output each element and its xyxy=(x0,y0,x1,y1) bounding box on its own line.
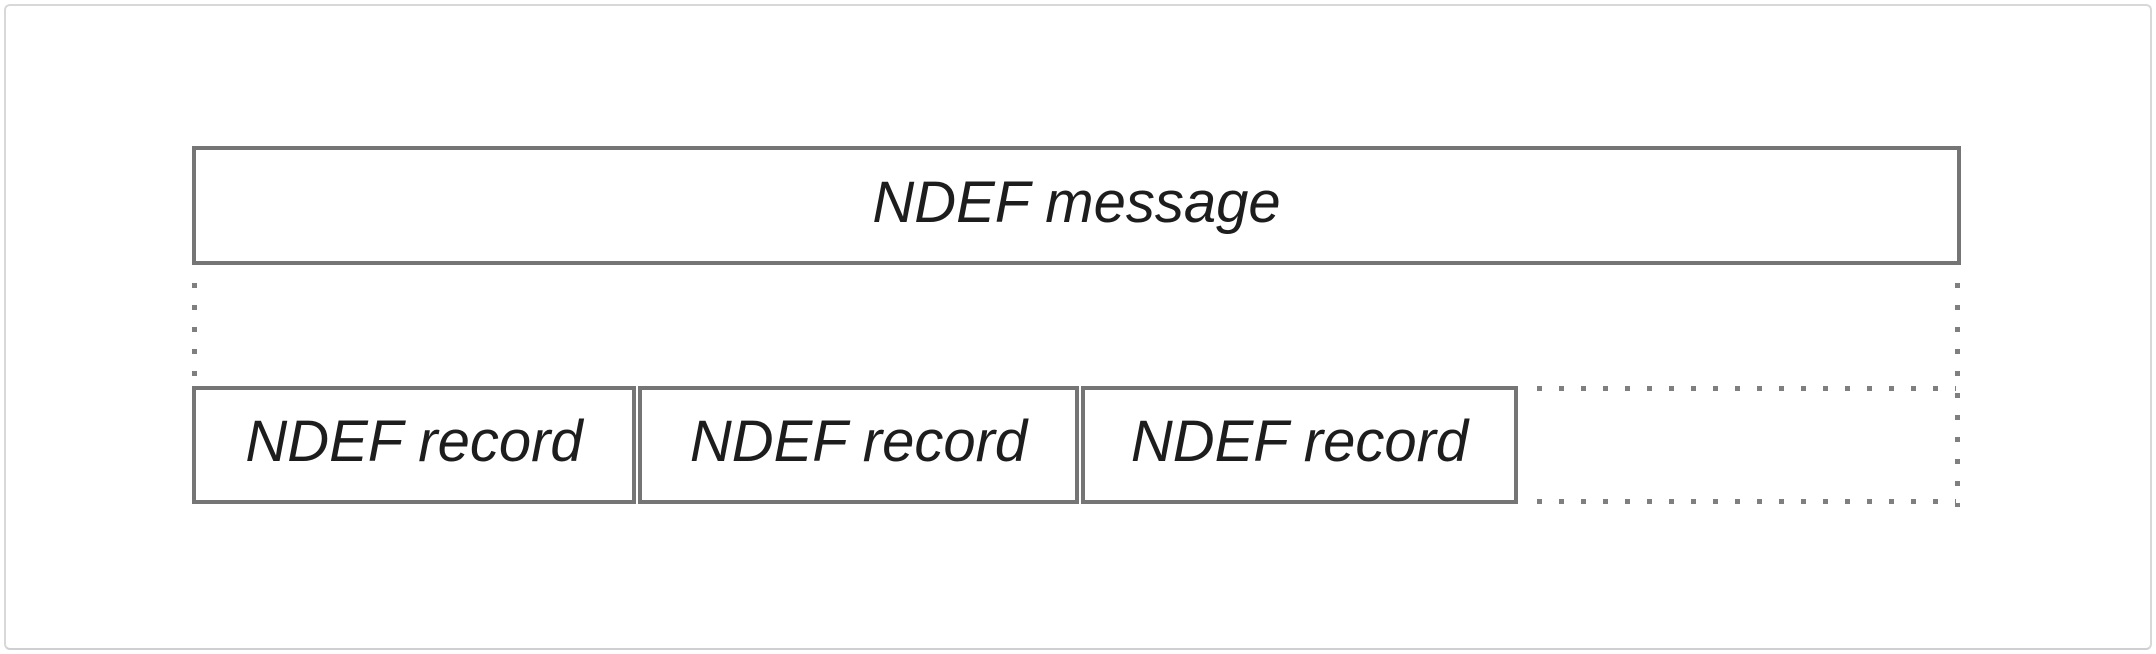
continuation-dotted-line-right xyxy=(1955,283,1960,507)
ndef-record-box: NDEF record xyxy=(638,386,1079,504)
diagram-frame xyxy=(4,4,2152,650)
continuation-dotted-line-bottom xyxy=(1537,499,1956,504)
ndef-record-label: NDEF record xyxy=(1130,409,1469,474)
ndef-records-row: NDEF record NDEF record NDEF record xyxy=(192,386,1518,504)
ndef-message-box: NDEF message xyxy=(192,146,1961,265)
ndef-record-label: NDEF record xyxy=(245,409,583,474)
ndef-record-box: NDEF record xyxy=(192,386,636,504)
ndef-record-label: NDEF record xyxy=(689,409,1028,474)
ndef-message-label: NDEF message xyxy=(872,169,1281,235)
continuation-dotted-line-left xyxy=(192,283,197,379)
continuation-dotted-line-top xyxy=(1537,386,1956,391)
ndef-record-box: NDEF record xyxy=(1081,386,1518,504)
